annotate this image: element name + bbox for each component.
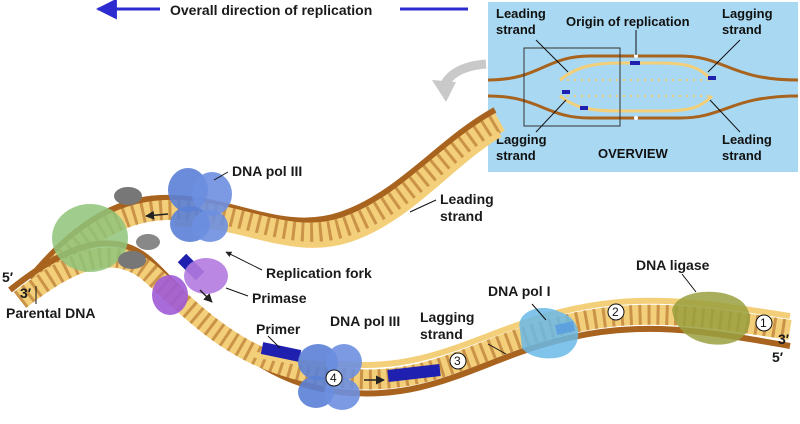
leader-line (409, 199, 437, 213)
overview-origin-dot (634, 54, 638, 58)
overview-origin-label: Origin of replication (566, 14, 690, 29)
helicase (52, 204, 128, 272)
overview-primer (630, 61, 640, 65)
label-five-prime-left: 5′ (2, 269, 14, 285)
svg-text:3: 3 (454, 354, 461, 368)
overview-pointer (709, 99, 741, 133)
primase-subunit (152, 275, 188, 315)
overview-background (488, 2, 798, 172)
zoom-arrow-head (432, 80, 456, 102)
leader-line (531, 303, 547, 321)
primer-segment (260, 342, 302, 362)
pol-iii-subunit (298, 344, 338, 380)
label-leader-lines (35, 171, 697, 355)
label-replication-fork: Replication fork (266, 265, 372, 281)
overview-primer (580, 106, 588, 110)
overview-origin-dot (634, 116, 638, 120)
step-2-marker: 2 (607, 303, 625, 321)
overview-title: OVERVIEW (598, 146, 669, 161)
label-primer: Primer (256, 321, 301, 337)
overview-zoom-box (523, 47, 621, 127)
label-parental-dna: Parental DNA (6, 305, 95, 321)
overview-pointer (535, 99, 567, 133)
pol-iii-subunit (298, 376, 334, 408)
pol-iii-subunit (192, 210, 228, 242)
step-4-marker: 4 (325, 369, 343, 387)
leader-line (681, 273, 697, 293)
step-3-marker: 3 (449, 352, 467, 370)
label-dna-pol-iii-top: DNA pol III (232, 163, 302, 179)
label-dna-pol-iii-bottom: DNA pol III (330, 313, 400, 329)
overview-inner-dots (560, 79, 712, 97)
leading-synthesis-arrow (145, 210, 169, 220)
single-strand-binding-proteins (114, 187, 160, 269)
overview-primer (708, 76, 716, 80)
leader-line (267, 335, 281, 349)
svg-text:1: 1 (760, 316, 767, 330)
overview-bottom-outer (487, 94, 799, 120)
primase-arrow (199, 289, 213, 303)
svg-text:2: 2 (612, 305, 619, 319)
direction-header: Overall direction of replication (95, 0, 468, 20)
dna-pol-iii-top (168, 168, 232, 242)
ssb-protein (114, 187, 142, 205)
overview-primer (562, 90, 570, 94)
pol-iii-subunit (192, 172, 232, 216)
primer-segment (387, 364, 441, 382)
overview-pointer (707, 39, 741, 73)
label-dna-pol-i: DNA pol I (488, 283, 550, 299)
primase-subunit (184, 258, 228, 294)
svg-text:4: 4 (330, 371, 337, 385)
leader-line (487, 343, 507, 355)
ssb-protein (118, 251, 146, 269)
ssb-protein (136, 234, 160, 250)
dna-pol-i (519, 308, 579, 359)
primase-enzyme (152, 258, 228, 315)
direction-label: Overall direction of replication (170, 2, 372, 18)
step-markers: 1 2 3 4 (325, 303, 773, 387)
leader-line (225, 287, 249, 297)
label-dna-ligase: DNA ligase (636, 257, 710, 273)
label-three-prime-right: 3′ (778, 331, 790, 347)
label-primase: Primase (252, 290, 307, 306)
label-three-prime-left: 3′ (20, 285, 32, 301)
label-five-prime-right: 5′ (772, 349, 784, 365)
overview-pointer (535, 39, 569, 73)
leading-new-strand (174, 131, 502, 248)
leader-line (213, 171, 229, 181)
step-1-marker: 1 (755, 314, 773, 332)
leader-line (225, 251, 263, 271)
dna-ligase (672, 291, 751, 345)
